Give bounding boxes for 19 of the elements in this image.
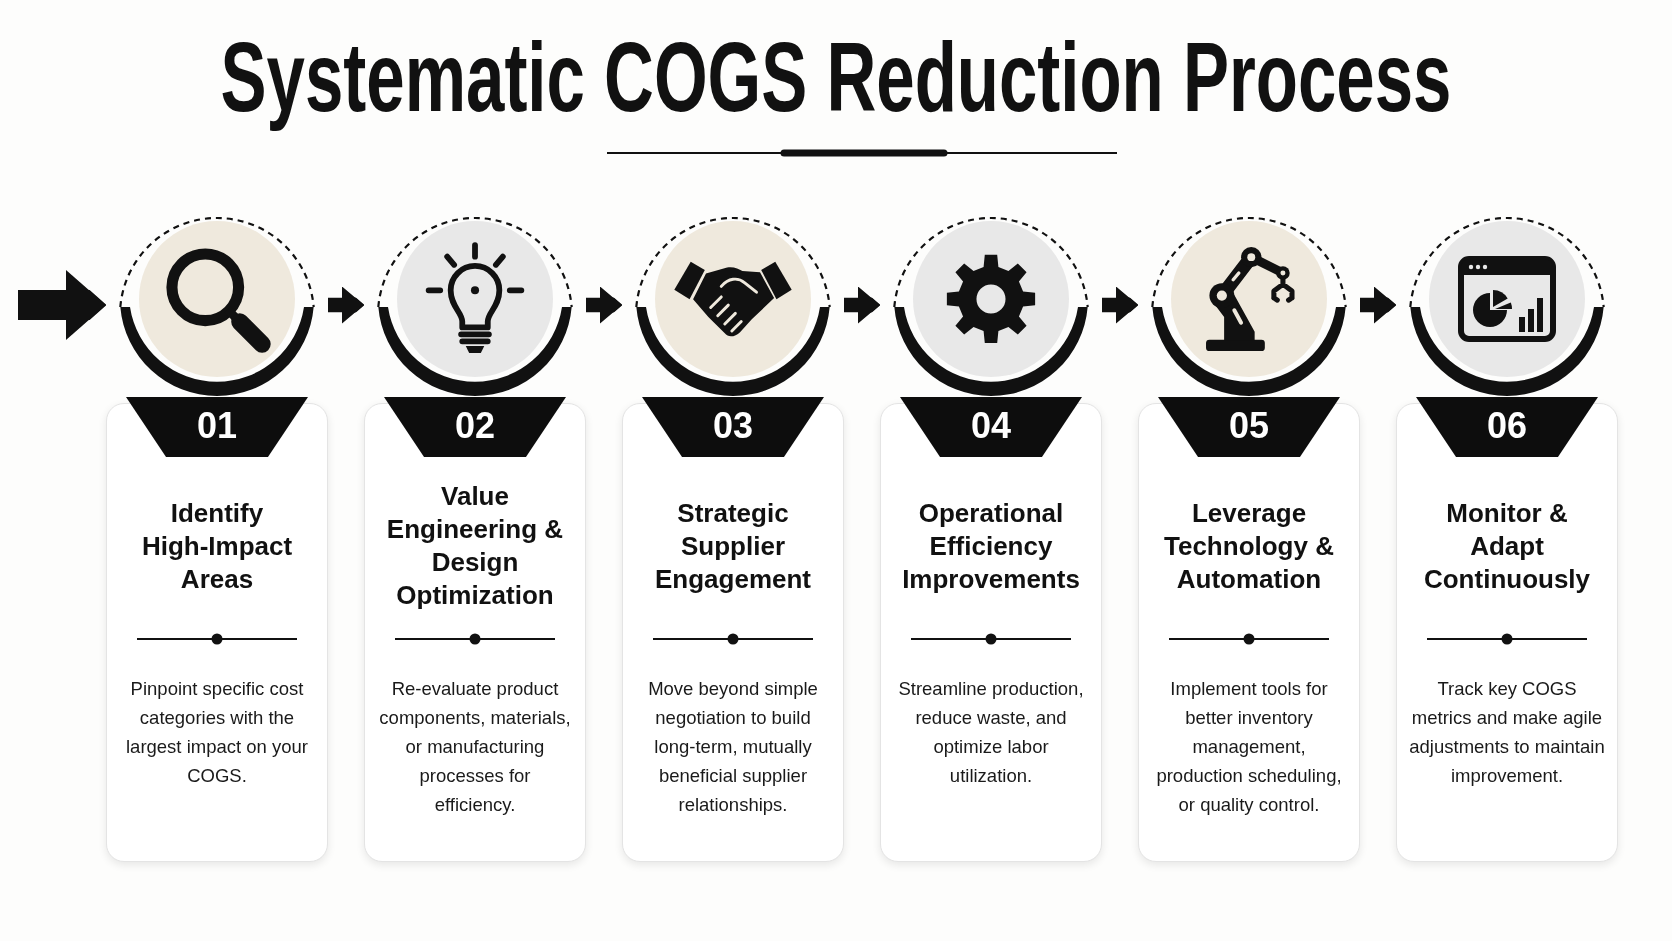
step-title: Identify High-Impact Areas: [140, 496, 294, 596]
arrow: [1102, 286, 1138, 324]
step-title: Monitor & Adapt Continuously: [1422, 496, 1592, 596]
step-title: Operational Efficiency Improvements: [901, 496, 1081, 596]
step-description: Pinpoint specific cost categories with the largest impact on your COGS.: [125, 677, 309, 788]
arrow: [328, 286, 364, 324]
step-title: Strategic Supplier Engagement: [654, 496, 812, 596]
arrow: [18, 270, 106, 340]
arrow: [844, 286, 880, 324]
arrow: [1360, 286, 1396, 324]
arrow: [586, 286, 622, 324]
step-description: Streamline production, reduce waste, and optimize labor utilization.: [897, 677, 1085, 788]
step-description: Move beyond simple negotiation to build long-term, mutually beneficial supplier relationships.: [647, 677, 819, 817]
page-title: Systematic COGS Reduction Process: [220, 21, 1452, 134]
step-title: Leverage Technology & Automation: [1163, 496, 1335, 596]
step-description: Re-evaluate product components, materials, or manufacturing processes for efficiency.: [378, 677, 572, 817]
step-title: Value Engineering & Design Optimization: [385, 480, 565, 612]
step-description: Implement tools for better inventory management, production scheduling, or quality control.: [1155, 677, 1343, 817]
step-description: Track key COGS metrics and make agile adjustments to maintain improvement.: [1409, 677, 1605, 788]
